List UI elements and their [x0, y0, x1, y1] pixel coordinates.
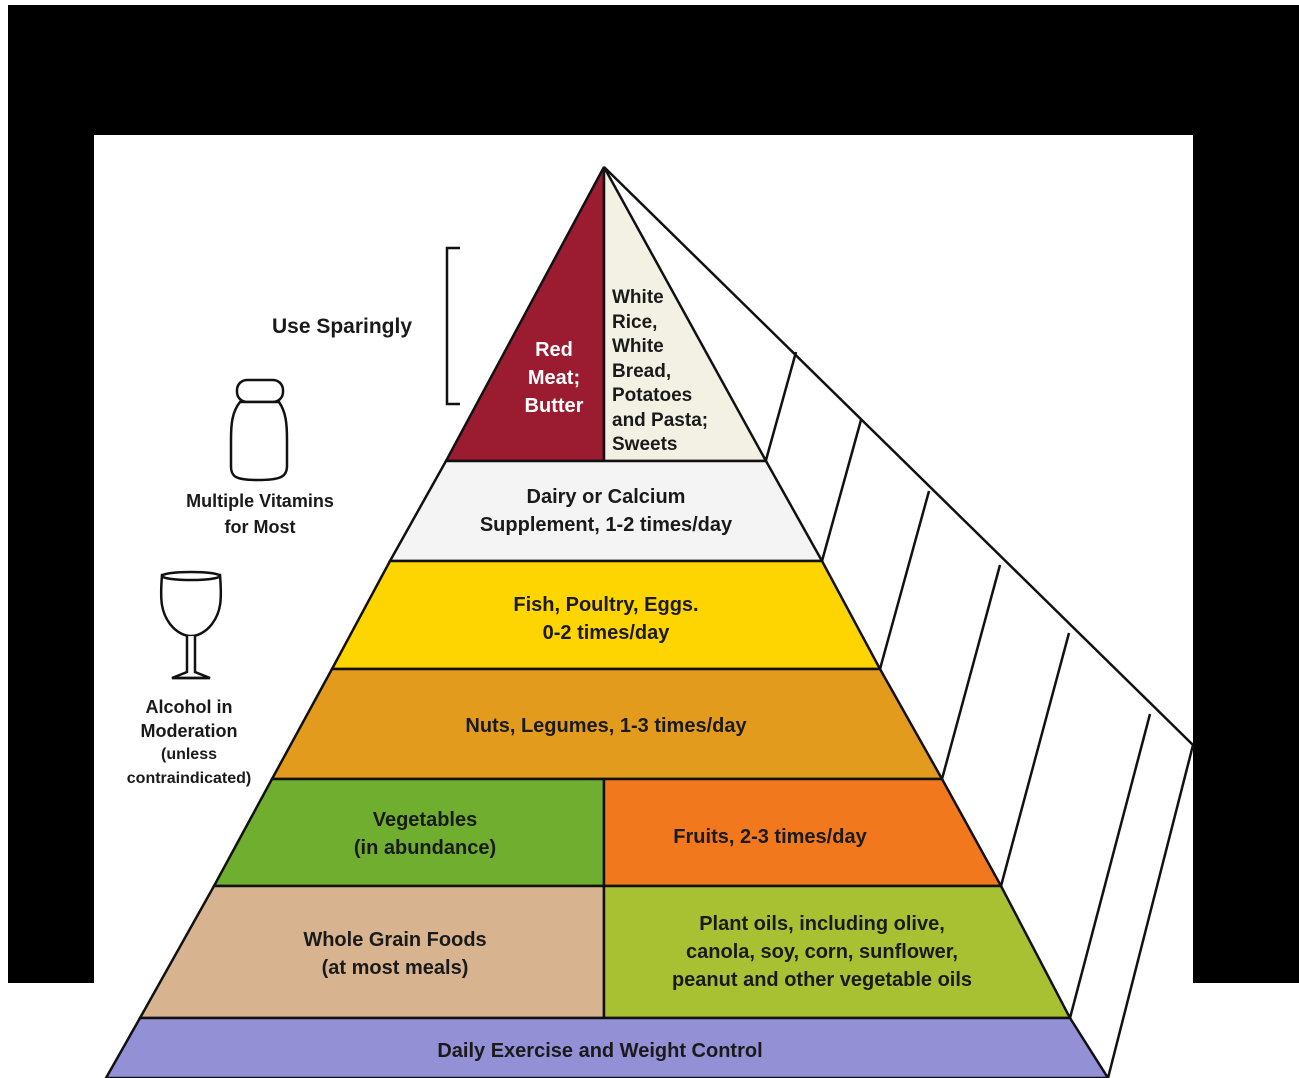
red-meat-label: Red Meat; Butter [524, 339, 584, 417]
bracket-icon [445, 246, 460, 406]
side-edge-bottom [1106, 744, 1195, 1078]
alcohol-label: Alcohol in Moderation (unless contraindi… [126, 697, 252, 787]
dairy-label: Dairy or Calcium Supplement, 1-2 times/d… [479, 486, 733, 536]
nuts-label: Nuts, Legumes, 1-3 times/day [465, 715, 747, 737]
wine-glass-icon [159, 570, 223, 680]
use-sparingly-label: Use Sparingly [271, 315, 413, 338]
side-face-lines [764, 351, 1152, 1019]
pyramid-side-face [604, 167, 1193, 1078]
fruits-label: Fruits, 2-3 times/day [673, 826, 867, 848]
frame-left [8, 5, 94, 983]
white-rice-label: White Rice, White Bread, Potatoes and Pa… [612, 287, 709, 455]
plant-oils-label: Plant oils, including olive, canola, soy… [671, 913, 973, 991]
vitamin-bottle-icon [229, 378, 289, 482]
exercise-label: Daily Exercise and Weight Control [437, 1040, 763, 1062]
whole-grain-label: Whole Grain Foods (at most meals) [303, 929, 487, 979]
fish-label: Fish, Poultry, Eggs. 0-2 times/day [513, 594, 699, 644]
frame-right [1193, 5, 1299, 983]
tier-exercise [104, 1016, 1110, 1078]
vegetables-label: Vegetables (in abundance) [353, 809, 497, 859]
frame-top [8, 5, 1299, 135]
side-edge-back [603, 166, 1194, 746]
vitamins-label: Multiple Vitamins for Most [186, 491, 334, 537]
